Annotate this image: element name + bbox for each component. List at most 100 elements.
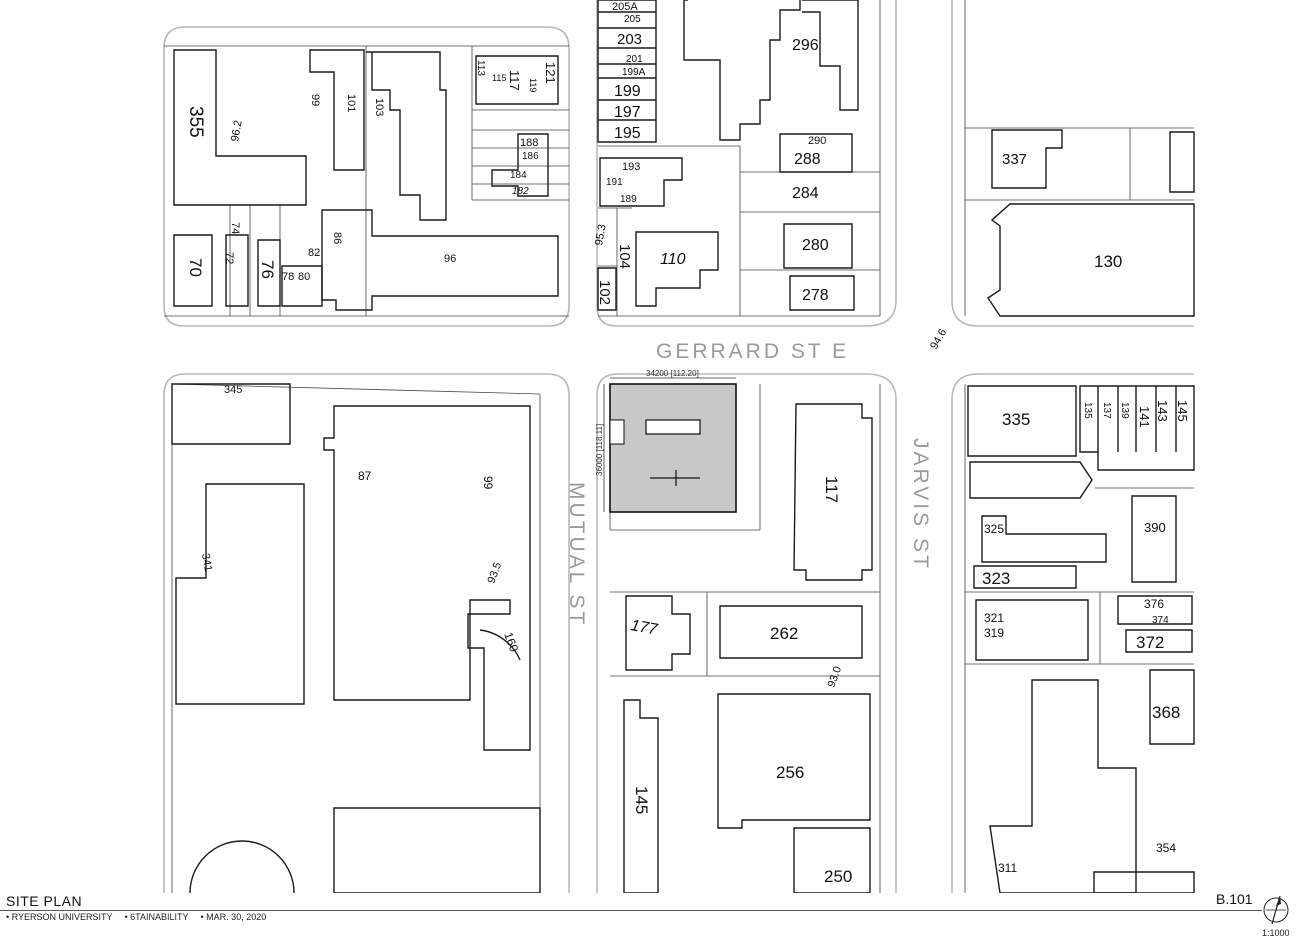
svg-text:160: 160 bbox=[501, 630, 521, 654]
site-core-bar bbox=[645, 419, 701, 435]
site-entry-symbol bbox=[650, 470, 700, 486]
svg-text:74: 74 bbox=[229, 222, 241, 234]
svg-text:76: 76 bbox=[258, 260, 277, 279]
svg-text:117: 117 bbox=[822, 476, 841, 503]
svg-text:205A: 205A bbox=[612, 1, 638, 13]
svg-text:376: 376 bbox=[1144, 597, 1164, 611]
sheet-date: • MAR. 30, 2020 bbox=[200, 912, 267, 922]
buildings-southwest bbox=[171, 383, 541, 893]
svg-text:311: 311 bbox=[998, 861, 1017, 875]
svg-text:278: 278 bbox=[802, 287, 829, 304]
svg-text:186: 186 bbox=[522, 151, 539, 162]
labels-northwest: 355 99 101 103 113 115 117 119 121 188 1… bbox=[185, 60, 558, 283]
lot-lines bbox=[164, 0, 1194, 893]
svg-text:189: 189 bbox=[620, 194, 637, 205]
site-width-dimension: 34200 [112.20] bbox=[646, 369, 699, 378]
team-name: • 6TAINABILITY bbox=[124, 912, 189, 922]
svg-text:374: 374 bbox=[1152, 615, 1169, 626]
svg-text:177: 177 bbox=[629, 617, 659, 639]
svg-text:86: 86 bbox=[331, 232, 343, 244]
svg-text:193: 193 bbox=[622, 161, 640, 173]
svg-text:70: 70 bbox=[186, 258, 205, 277]
city-blocks bbox=[163, 0, 1194, 893]
svg-text:145: 145 bbox=[1175, 400, 1190, 422]
buildings-south-center bbox=[623, 403, 873, 893]
labels-southeast: 335 135 137 139 141 143 145 325 390 323 … bbox=[982, 400, 1190, 875]
svg-text:99: 99 bbox=[481, 476, 495, 490]
street-gerrard: GERRARD ST E bbox=[656, 340, 849, 363]
svg-text:113: 113 bbox=[475, 60, 486, 76]
street-mutual: MUTUAL ST bbox=[565, 482, 588, 627]
svg-text:197: 197 bbox=[614, 104, 641, 121]
svg-text:256: 256 bbox=[776, 763, 804, 782]
svg-text:96: 96 bbox=[444, 253, 456, 265]
drawing-scale: 1:1000 bbox=[1262, 928, 1290, 938]
svg-text:101: 101 bbox=[345, 94, 357, 112]
svg-text:137: 137 bbox=[1101, 402, 1112, 419]
project-site[interactable]: 34200 [112.20] 36000 [118.11] bbox=[595, 369, 737, 513]
svg-text:323: 323 bbox=[982, 569, 1010, 588]
elevation-94-6: 94.6 bbox=[928, 327, 949, 352]
block-southwest bbox=[163, 373, 570, 893]
svg-text:296: 296 bbox=[792, 37, 819, 54]
svg-text:250: 250 bbox=[824, 867, 852, 886]
svg-text:119: 119 bbox=[528, 78, 538, 92]
buildings-north-center bbox=[597, 0, 859, 311]
svg-text:80: 80 bbox=[298, 271, 310, 283]
svg-text:288: 288 bbox=[794, 151, 821, 168]
svg-text:372: 372 bbox=[1136, 633, 1164, 652]
svg-text:191: 191 bbox=[606, 177, 623, 188]
svg-text:139: 139 bbox=[1119, 402, 1130, 419]
svg-text:72: 72 bbox=[223, 252, 235, 264]
sheet-number: B.101 bbox=[1216, 891, 1253, 907]
svg-text:368: 368 bbox=[1152, 703, 1180, 722]
elevation-93-0: 93.0 bbox=[826, 665, 845, 689]
block-northwest bbox=[163, 26, 570, 327]
svg-text:284: 284 bbox=[792, 185, 819, 202]
svg-text:130: 130 bbox=[1094, 252, 1122, 271]
elevation-96-2: 96.2 bbox=[229, 119, 245, 142]
svg-text:188: 188 bbox=[520, 137, 538, 149]
buildings-northeast bbox=[987, 129, 1195, 317]
block-north-center bbox=[596, 0, 897, 327]
buildings-southeast bbox=[967, 385, 1195, 893]
labels-south-center: 117 177 262 145 256 250 bbox=[629, 476, 852, 886]
svg-text:143: 143 bbox=[1155, 400, 1170, 422]
svg-text:355: 355 bbox=[185, 106, 206, 138]
svg-text:110: 110 bbox=[660, 251, 686, 268]
svg-text:201: 201 bbox=[626, 54, 643, 65]
svg-text:182: 182 bbox=[512, 186, 529, 197]
svg-text:135: 135 bbox=[1082, 402, 1093, 419]
svg-text:390: 390 bbox=[1144, 520, 1166, 535]
site-plan-drawing: 34200 [112.20] 36000 [118.11] GERRARD ST… bbox=[163, 0, 1195, 893]
svg-text:78: 78 bbox=[282, 271, 294, 283]
site-depth-dimension: 36000 [118.11] bbox=[595, 424, 604, 476]
sheet-metadata: • RYERSON UNIVERSITY • 6TAINABILITY • MA… bbox=[6, 912, 266, 922]
svg-text:319: 319 bbox=[984, 626, 1004, 640]
svg-text:141: 141 bbox=[1137, 406, 1152, 428]
svg-text:280: 280 bbox=[802, 237, 829, 254]
svg-text:103: 103 bbox=[373, 98, 385, 116]
svg-text:199: 199 bbox=[614, 83, 641, 100]
svg-text:121: 121 bbox=[543, 62, 558, 84]
north-arrow-icon bbox=[1263, 895, 1289, 925]
site-notch bbox=[609, 419, 625, 445]
svg-text:290: 290 bbox=[808, 135, 826, 147]
street-jarvis: JARVIS ST bbox=[909, 438, 932, 571]
svg-text:184: 184 bbox=[510, 170, 527, 181]
block-south-center bbox=[596, 373, 897, 893]
svg-text:262: 262 bbox=[770, 624, 798, 643]
block-southeast bbox=[951, 373, 1194, 893]
buildings-northwest bbox=[173, 49, 559, 311]
svg-text:195: 195 bbox=[614, 125, 641, 142]
sheet-title: SITE PLAN bbox=[6, 893, 83, 909]
elevation-93-5: 93.5 bbox=[486, 561, 505, 585]
svg-text:321: 321 bbox=[984, 611, 1004, 625]
svg-text:115: 115 bbox=[492, 73, 506, 83]
svg-text:117: 117 bbox=[507, 70, 522, 91]
organization: • RYERSON UNIVERSITY bbox=[6, 912, 113, 922]
svg-text:199A: 199A bbox=[622, 67, 646, 78]
labels-southwest: 345 341 87 99 160 bbox=[199, 384, 521, 654]
svg-text:337: 337 bbox=[1002, 151, 1027, 168]
labels-northeast: 337 130 bbox=[1002, 151, 1122, 271]
